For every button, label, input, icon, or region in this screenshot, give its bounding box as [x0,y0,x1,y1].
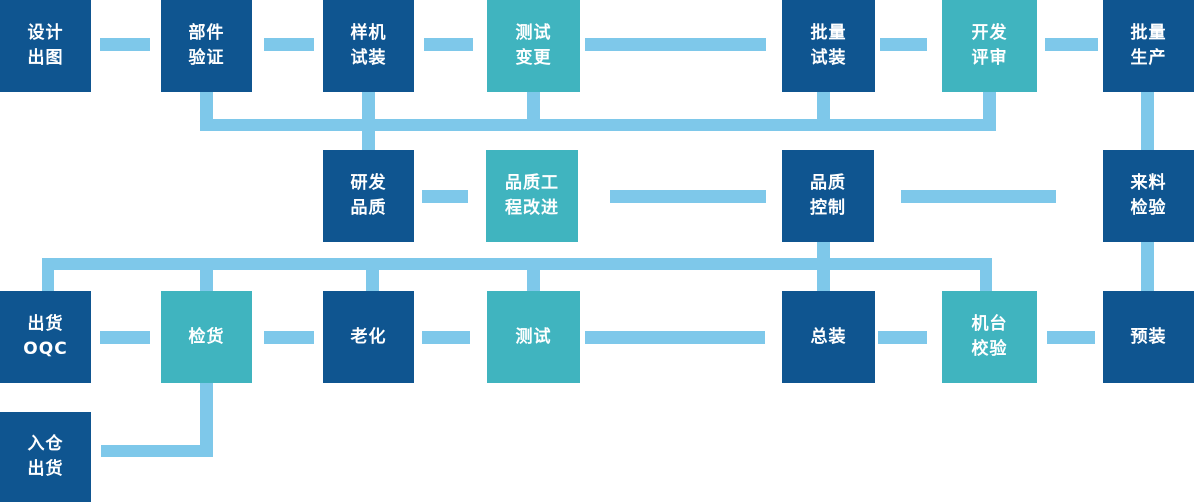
node-label: 出货 OQC [23,314,68,359]
connector-oqc-to-goods-inspection [100,331,150,344]
node-quality-engineering-improvement: 品质工 程改进 [486,150,578,242]
node-mass-production: 批量 生产 [1103,0,1194,92]
node-label: 品质 控制 [810,173,846,218]
node-test-change: 测试 变更 [487,0,580,92]
connector-upper-feedback-bus [200,119,996,131]
node-label: 老化 [350,326,387,347]
node-label: 品质工 程改进 [505,173,559,218]
node-aging: 老化 [323,291,414,383]
connector-to-warehouse-shipment [101,445,213,457]
node-label: 批量 试装 [810,23,847,68]
connector-batch-trial-to-dev-review [880,38,927,51]
connector-dev-review-to-mass-production [1045,38,1098,51]
connector-mass-production-to-incoming-drop [1141,92,1154,150]
node-testing: 测试 [487,291,580,383]
connector-bus-to-goods-inspection [200,262,213,291]
node-label: 测试 变更 [515,23,552,68]
connector-goods-inspection-down-drop [200,383,213,457]
node-batch-trial-assembly: 批量 试装 [782,0,875,92]
node-component-verification: 部件 验证 [161,0,252,92]
node-label: 部件 验证 [188,23,225,68]
node-prototype-trial-assembly: 样机 试装 [323,0,414,92]
connector-lower-distribution-bus [42,258,992,270]
node-label: 入仓 出货 [27,434,64,479]
connector-goods-inspection-to-aging [264,331,314,344]
connector-bus-to-aging [366,262,379,291]
connector-test-change-to-batch-trial [585,38,766,51]
node-label: 样机 试装 [350,23,387,68]
node-label: 研发 品质 [350,173,387,218]
node-shipment-oqc: 出货 OQC [0,291,91,383]
connector-testing-to-final-assembly [585,331,765,344]
connector-incoming-to-preassembly-drop [1141,242,1154,291]
node-label: 检货 [188,326,225,347]
connector-qe-improvement-to-quality-control [610,190,766,203]
connector-bus-to-testing [527,262,540,291]
connector-rd-quality-to-qe-improvement [422,190,468,203]
node-label: 机台 校验 [971,314,1008,359]
node-label: 总装 [810,326,847,347]
connector-bus-to-machine-calibration [980,258,992,291]
connector-component-to-prototype [264,38,314,51]
node-label: 批量 生产 [1130,23,1167,68]
connector-calibration-to-preassembly [1047,331,1095,344]
node-pre-assembly: 预装 [1103,291,1194,383]
connector-final-assembly-to-calibration [878,331,927,344]
connector-quality-control-to-incoming [901,190,1056,203]
node-development-review: 开发 评审 [942,0,1037,92]
connector-aging-to-testing [422,331,470,344]
node-final-assembly: 总装 [782,291,875,383]
node-design-drawing: 设计 出图 [0,0,91,92]
node-machine-calibration: 机台 校验 [942,291,1037,383]
node-label: 测试 [515,326,552,347]
node-label: 设计 出图 [27,23,64,68]
node-label: 开发 评审 [971,23,1008,68]
node-rd-quality: 研发 品质 [323,150,414,242]
connector-bus-to-shipment-oqc [42,258,54,291]
connector-design-to-component [100,38,150,51]
node-quality-control: 品质 控制 [782,150,874,242]
node-incoming-inspection: 来料 检验 [1103,150,1194,242]
node-goods-inspection: 检货 [161,291,252,383]
connector-prototype-to-test-change [424,38,473,51]
node-warehouse-shipment: 入仓 出货 [0,412,91,502]
node-label: 预装 [1130,326,1167,347]
node-label: 来料 检验 [1130,173,1167,218]
